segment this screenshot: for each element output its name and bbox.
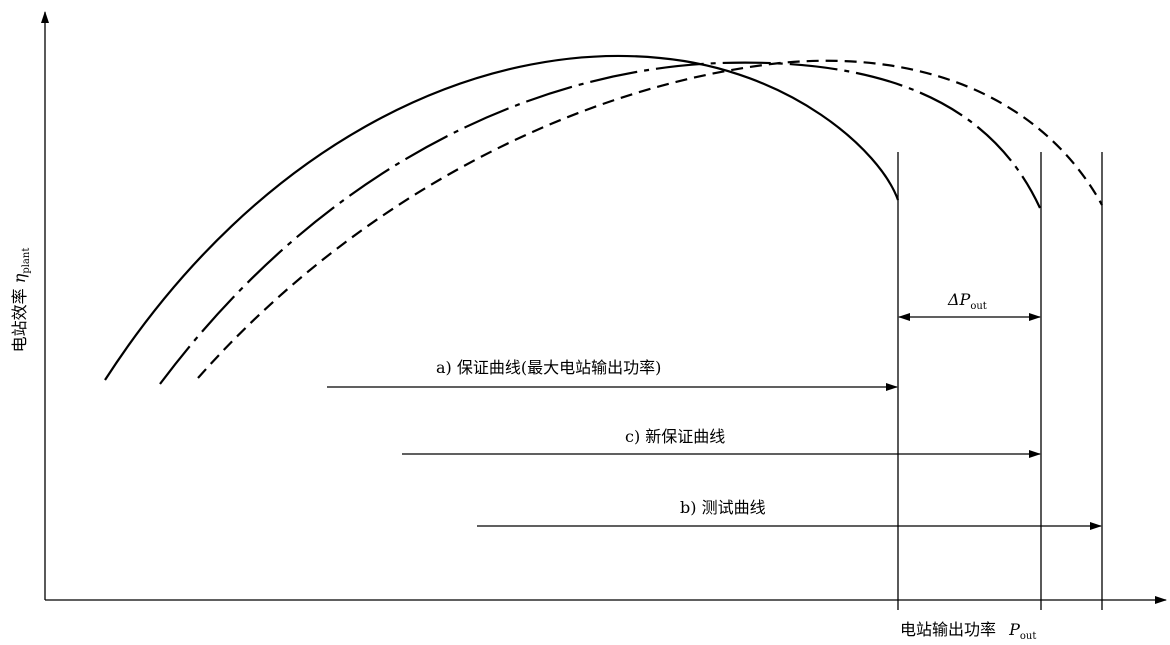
x-axis-label: 电站输出功率 Pout	[900, 622, 1036, 642]
x-axis-subscript: out	[1019, 631, 1037, 642]
y-axis-subscript: plant	[21, 247, 32, 274]
y-axis-label-text: 电站效率	[10, 288, 29, 353]
y-axis-label: 电站效率 ηplant	[10, 247, 32, 353]
y-axis-symbol: η	[10, 273, 29, 284]
delta-p-symbol: ΔP	[948, 290, 971, 309]
x-axis-symbol: P	[1009, 620, 1020, 639]
delta-p-subscript: out	[970, 301, 987, 312]
arrow-b-label: b) 测试曲线	[680, 498, 766, 517]
curve-b-test	[197, 59, 1103, 379]
curve-c-new-guarantee	[159, 61, 1041, 385]
arrow-a-label: a) 保证曲线(最大电站输出功率)	[436, 358, 662, 377]
x-axis-label-text: 电站输出功率	[900, 620, 997, 639]
delta-p-label: ΔPout	[948, 292, 987, 312]
curve-a-guarantee	[104, 54, 900, 381]
arrow-c-label: c) 新保证曲线	[625, 427, 726, 446]
